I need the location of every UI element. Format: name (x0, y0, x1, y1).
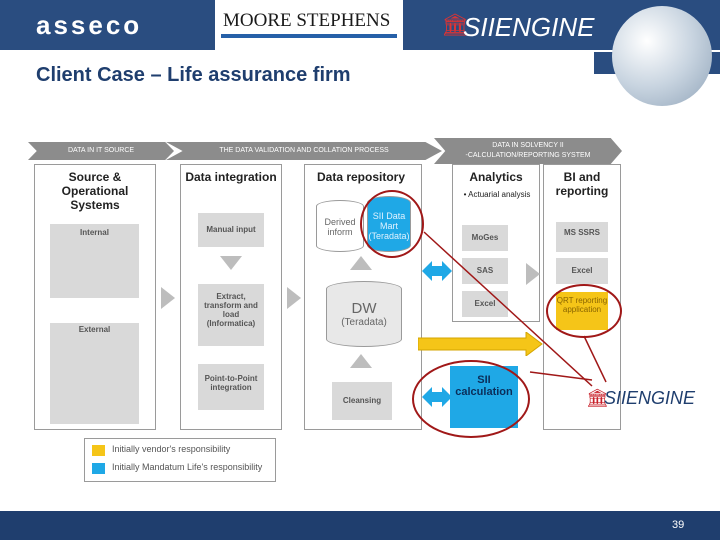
arrow-down-icon (220, 256, 242, 270)
dw-cylinder: DW (Teradata) (326, 281, 402, 347)
mogea-box: MoGes (462, 225, 508, 251)
integration-title: Data integration (185, 170, 277, 184)
analytics-excel-box: Excel (462, 291, 508, 317)
connector-line (423, 231, 593, 387)
analytics-title: Analytics (469, 170, 523, 184)
page-number: 39 (672, 519, 685, 531)
dw-sublabel: (Teradata) (341, 317, 387, 328)
footer-bar (0, 511, 720, 540)
double-arrow-shape (422, 261, 452, 281)
connector-line (529, 371, 593, 381)
arrow-right-icon (526, 263, 540, 285)
arrow-right-icon (287, 287, 301, 309)
slide-title: Client Case – Life assurance firm (36, 64, 351, 86)
legend-swatch-blue (92, 463, 105, 474)
siiengine-logo-text: SIIENGINE (463, 12, 595, 42)
ms-ssrs-box: MS SSRS (556, 222, 608, 252)
legend (84, 438, 276, 482)
double-arrow-icon (422, 261, 452, 281)
banner-validation: THE DATA VALIDATION AND COLLATION PROCES… (166, 142, 442, 160)
repository-title: Data repository (316, 170, 406, 184)
cleansing-box: Cleansing (332, 382, 392, 420)
banner-solvency-line1: DATA IN SOLVENCY II (492, 142, 564, 149)
legend-swatch-yellow (92, 445, 105, 456)
highlight-circle (360, 190, 424, 258)
building-icon: 🏛 (586, 388, 609, 408)
external-box: External (50, 323, 139, 424)
siiengine-diagram-text: SIIENGINE (604, 388, 696, 408)
internal-box: Internal (50, 224, 139, 298)
building-icon: 🏛 (441, 12, 469, 37)
asseco-logo: asseco (0, 0, 215, 50)
moore-stephens-logo-text: MOORE STEPHENS (223, 10, 391, 31)
sas-box: SAS (462, 258, 508, 284)
banner-solvency: DATA IN SOLVENCY II -CALCULATION/REPORTI… (434, 138, 622, 164)
yellow-arrow-shape (418, 332, 543, 356)
asseco-logo-text: asseco (36, 10, 143, 40)
legend-label-yellow: Initially vendor's responsibility (112, 444, 231, 454)
arrow-right-icon (161, 287, 175, 309)
p2p-box: Point-to-Point integration (198, 364, 264, 410)
manual-input-box: Manual input (198, 213, 264, 247)
yellow-arrow (418, 332, 543, 356)
bi-title: BI and reporting (555, 170, 609, 198)
source-title: Source & Operational Systems (61, 170, 129, 212)
actuarial-note: • Actuarial analysis (463, 190, 531, 199)
logo-underline (221, 34, 397, 38)
moore-stephens-logo: MOORE STEPHENS (215, 0, 403, 50)
bi-excel-box: Excel (556, 258, 608, 284)
legend-label-blue: Initially Mandatum Life's responsibility (112, 462, 263, 472)
highlight-circle (412, 360, 530, 438)
dw-label: DW (351, 300, 377, 317)
banner-solvency-line2: -CALCULATION/REPORTING SYSTEM (465, 152, 591, 159)
banner-source: DATA IN IT SOURCE (28, 142, 174, 160)
siiengine-diagram-logo: 🏛 SIIENGINE (586, 384, 695, 414)
globe-icon (612, 6, 712, 106)
etl-box: Extract, transform and load (Informatica… (198, 284, 264, 346)
connector-line (583, 335, 607, 383)
